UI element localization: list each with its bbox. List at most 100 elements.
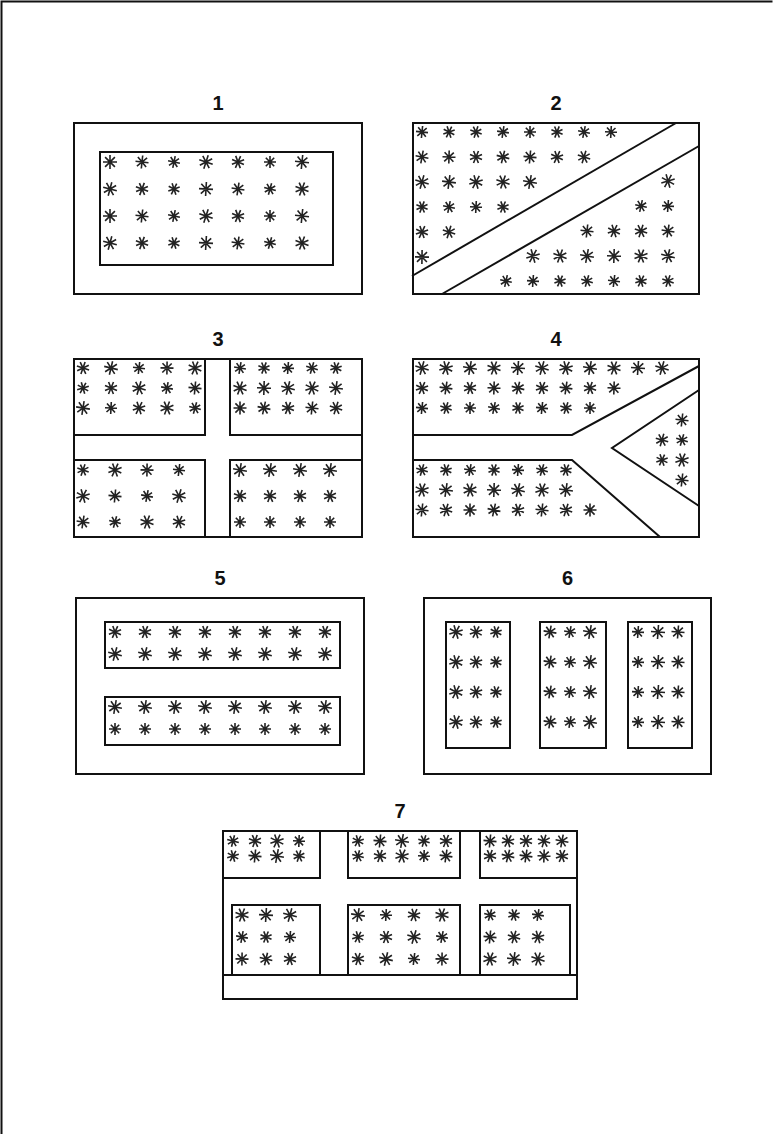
plant-symbol <box>512 464 524 476</box>
plant-symbol <box>470 626 482 638</box>
path-edge <box>612 390 699 506</box>
plant-symbol <box>497 201 508 212</box>
plant-symbol <box>532 909 544 921</box>
plant-symbol <box>651 655 665 669</box>
plant-symbol <box>584 402 596 414</box>
plant-symbol <box>483 952 496 965</box>
plant-symbol <box>511 361 525 375</box>
plant-symbol <box>199 182 213 196</box>
plant-symbol <box>512 382 525 395</box>
plants <box>76 126 689 966</box>
plan-number: 7 <box>224 799 576 823</box>
plant-symbol <box>416 402 428 414</box>
plant-symbol <box>564 716 576 728</box>
plant-symbol <box>306 362 318 374</box>
path-edge <box>74 359 205 435</box>
plant-symbol <box>436 931 448 943</box>
plant-symbol <box>103 182 117 196</box>
plant-symbol <box>544 716 557 729</box>
garden-plan: 7 <box>222 830 578 1000</box>
plant-symbol <box>408 909 420 921</box>
plant-symbol <box>463 483 476 496</box>
plant-symbol <box>352 835 364 847</box>
plant-symbol <box>105 402 117 414</box>
plant-symbol <box>234 490 246 502</box>
plant-symbol <box>418 835 429 846</box>
garden-plan: 4 <box>412 358 700 538</box>
plant-symbol <box>583 685 597 699</box>
plant-symbol <box>283 908 297 922</box>
plant-symbol <box>436 953 449 966</box>
plant-symbol <box>249 850 262 863</box>
plant-symbol <box>581 225 594 238</box>
plant-symbol <box>228 700 242 714</box>
plant-symbol <box>229 723 241 735</box>
plant-symbol <box>560 382 573 395</box>
plant-symbol <box>103 209 117 223</box>
plant-symbol <box>234 362 246 374</box>
plant-symbol <box>439 483 453 497</box>
plant-symbol <box>330 402 342 414</box>
plant-symbol <box>161 362 174 375</box>
plant-symbol <box>497 126 509 138</box>
plant-symbol <box>551 151 563 163</box>
plant-symbol <box>318 700 332 714</box>
plan-number: 1 <box>75 91 361 115</box>
plant-symbol <box>330 362 341 373</box>
plant-symbol <box>676 414 689 427</box>
plant-symbol <box>632 656 644 668</box>
plant-symbol <box>270 849 284 863</box>
plant-symbol <box>77 516 90 529</box>
plant-symbol <box>258 402 271 415</box>
plant-symbol <box>415 175 428 188</box>
plant-symbol <box>662 225 675 238</box>
plant-symbol <box>264 516 276 528</box>
plant-symbol <box>168 700 182 714</box>
plant-symbol <box>270 834 283 847</box>
plant-symbol <box>288 647 302 661</box>
plant-symbol <box>259 626 271 638</box>
plant-symbol <box>672 716 685 729</box>
plant-symbol <box>168 237 179 248</box>
plant-symbol <box>560 402 571 413</box>
plant-symbol <box>198 647 212 661</box>
bed-outlines <box>74 123 699 975</box>
plant-symbol <box>440 402 451 413</box>
plant-symbol <box>535 483 548 496</box>
plant-symbol <box>264 490 276 502</box>
plant-symbol <box>490 686 501 697</box>
plant-symbol <box>635 275 646 286</box>
plant-symbol <box>407 930 420 943</box>
plant-symbol <box>416 151 429 164</box>
plant-symbol <box>109 723 121 735</box>
plant-symbol <box>490 626 501 637</box>
plant-symbol <box>449 655 462 668</box>
plant-symbol <box>295 209 309 223</box>
plant-symbol <box>259 723 271 735</box>
plant-symbol <box>139 626 151 638</box>
plant-symbol <box>260 931 271 942</box>
plant-symbol <box>161 382 173 394</box>
plant-symbol <box>324 516 336 528</box>
plant-symbol <box>583 655 597 669</box>
plant-symbol <box>374 850 386 862</box>
path-edge <box>412 123 676 276</box>
plant-symbol <box>416 226 428 238</box>
garden-bed <box>232 905 320 975</box>
plant-symbol <box>578 151 590 163</box>
plant-symbol <box>293 463 307 477</box>
plant-symbol <box>560 504 572 516</box>
plant-symbol <box>564 626 576 638</box>
plant-symbol <box>264 183 276 195</box>
plant-symbol <box>263 463 277 477</box>
plant-symbol <box>662 275 673 286</box>
garden-bed <box>480 905 570 975</box>
plant-symbol <box>77 464 88 475</box>
plant-symbol <box>105 382 117 394</box>
plant-symbol <box>168 156 180 168</box>
plant-symbol <box>161 402 174 415</box>
plant-symbol <box>464 504 477 517</box>
plant-symbol <box>236 909 249 922</box>
plant-symbol <box>584 504 597 517</box>
plant-symbol <box>440 382 453 395</box>
